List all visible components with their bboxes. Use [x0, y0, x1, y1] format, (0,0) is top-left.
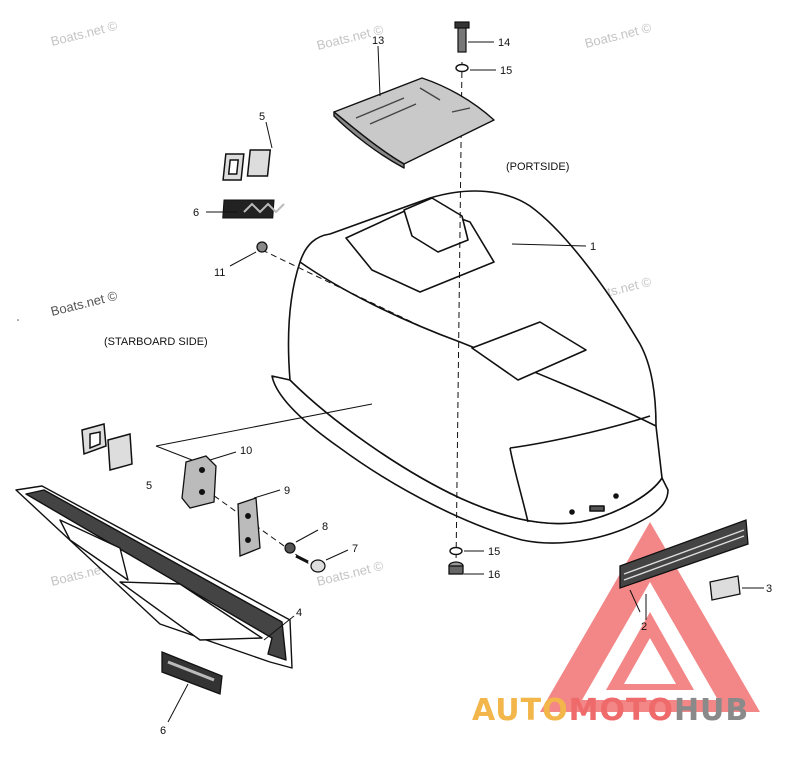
callout-16: 16 — [488, 569, 500, 581]
part-9-latch-plate — [237, 497, 261, 557]
part-6-badge-bottom — [161, 651, 223, 695]
leader-8 — [295, 529, 319, 543]
bracket-body — [181, 455, 217, 509]
cowl-front-edge — [509, 447, 529, 523]
portside-caption: (PORTSIDE) — [506, 161, 569, 173]
watermark: Boats.net © — [49, 288, 119, 319]
decal-char-inner — [89, 431, 101, 450]
cowl-screw — [613, 493, 619, 499]
callout-1: 1 — [590, 241, 596, 253]
screw-shank — [295, 554, 309, 564]
part-7-screw — [295, 554, 326, 573]
stripe-band-cut — [119, 581, 263, 641]
callout-8: 8 — [322, 521, 328, 533]
logo-triangle-core-inner — [624, 638, 676, 684]
watermark: Boats.net © — [583, 20, 653, 51]
cowl-front-panel — [509, 415, 651, 449]
latch-hole — [245, 537, 251, 543]
callout-6-top: 6 — [193, 207, 199, 219]
part-5-decal-bottom — [81, 423, 133, 471]
part-2-stripe-decal — [619, 519, 749, 589]
top-panel — [333, 77, 495, 165]
bracket-hole — [198, 488, 206, 496]
top-panel-underside — [333, 111, 405, 169]
cowl-top-boss-face — [403, 197, 469, 253]
leader-6b — [167, 683, 189, 723]
brand-part-auto: AUTO — [472, 693, 569, 728]
brand-wordmark: AUTOMOTOHUB — [472, 693, 749, 728]
leader-9 — [253, 489, 281, 499]
screw-head — [310, 559, 326, 573]
callout-labels: 1 2 3 4 5 5 6 6 7 8 9 10 11 13 14 15 15 … — [146, 35, 772, 737]
cowl-latch — [589, 505, 605, 512]
part-5-decal-top — [222, 149, 272, 181]
decal-line — [623, 529, 745, 581]
part-11-grommet — [256, 241, 268, 253]
callout-10: 10 — [240, 445, 252, 457]
callout-7: 7 — [352, 543, 358, 555]
callout-4: 4 — [296, 607, 302, 619]
part-8-washer — [284, 542, 296, 554]
part-13-top-panel — [333, 77, 495, 169]
automotohub-logo: AUTOMOTOHUB — [472, 522, 760, 728]
leader-4 — [263, 615, 295, 641]
bracket-hole — [198, 466, 206, 474]
part-16-nut — [448, 561, 464, 575]
assembly-lines — [155, 61, 641, 613]
decal-band — [619, 519, 749, 589]
callout-3: 3 — [766, 583, 772, 595]
callout-13: 13 — [372, 35, 384, 47]
leader-13 — [377, 45, 381, 97]
leader-7 — [325, 549, 349, 561]
leader-1 — [511, 243, 587, 247]
decal-char — [107, 433, 133, 471]
top-panel-detail — [355, 87, 471, 125]
callout-15-top: 15 — [500, 65, 512, 77]
latch-hole — [245, 513, 251, 519]
dash-line-14-16 — [455, 61, 463, 567]
cowl-screw — [569, 509, 575, 515]
cowl-vent — [471, 321, 587, 381]
brand-part-hub: HUB — [674, 693, 749, 728]
part-3-label — [709, 575, 741, 601]
part-15-washer-bottom — [449, 546, 463, 556]
decal-char-inner — [227, 159, 240, 175]
bolt-head — [454, 21, 470, 29]
starboard-caption: (STARBOARD SIDE) — [104, 336, 208, 348]
engine-cowl — [271, 190, 669, 544]
badge-lettering — [243, 202, 285, 214]
stripe-band — [25, 489, 287, 661]
watermark: Boats.net © — [49, 18, 119, 49]
decal-char — [246, 149, 272, 177]
part-4-side-stripe — [15, 485, 293, 669]
leader-5a — [265, 121, 273, 149]
watermark: Boats.net © — [315, 558, 385, 589]
callout-15-bottom: 15 — [488, 546, 500, 558]
callout-2: 2 — [641, 621, 647, 633]
stripe-band-cut — [59, 519, 129, 581]
part-15-washer-top — [455, 63, 469, 73]
part-14-bolt — [454, 21, 470, 53]
brand-part-moto: MOTO — [569, 693, 674, 728]
part-10-bracket — [181, 455, 217, 509]
dash-line-10b — [155, 445, 193, 461]
latch-body — [237, 497, 261, 557]
callout-6-bottom: 6 — [160, 725, 166, 737]
dash-line-2-3 — [629, 589, 641, 613]
callout-11: 11 — [214, 267, 225, 279]
callout-5-bottom: 5 — [146, 480, 152, 492]
part-6-badge-top — [222, 199, 285, 219]
callout-9: 9 — [284, 485, 290, 497]
badge-lettering — [167, 660, 215, 682]
leader-10 — [209, 451, 237, 461]
nut-body — [448, 565, 464, 575]
callout-5-top: 5 — [259, 111, 265, 123]
leader-11 — [229, 251, 257, 267]
callout-14: 14 — [498, 37, 510, 49]
stray-dot — [17, 319, 19, 321]
leader-lines — [167, 41, 764, 723]
dash-line-10 — [155, 403, 373, 447]
